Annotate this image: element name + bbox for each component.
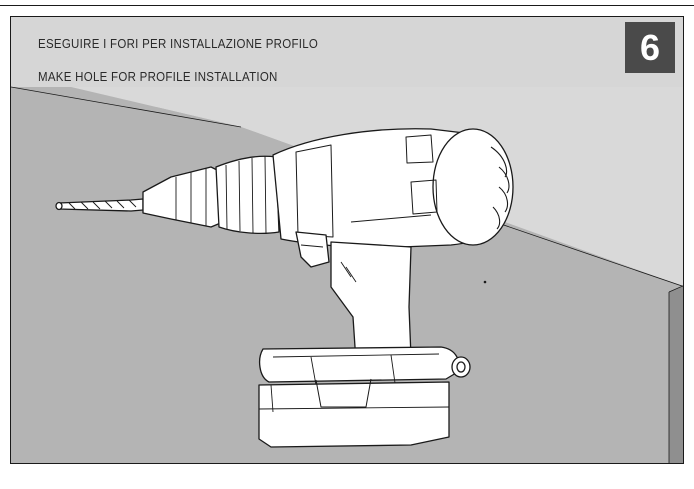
top-border	[0, 0, 694, 6]
ceiling-surface	[11, 17, 683, 107]
drill-icon	[55, 128, 514, 448]
wall-mark	[483, 280, 487, 284]
wall-corner	[669, 285, 683, 463]
instruction-italian: ESEGUIRE I FORI PER INSTALLAZIONE PROFIL…	[38, 37, 319, 51]
wall-scene	[11, 17, 683, 463]
back-wall-light	[11, 87, 683, 287]
step-number-badge: 6	[625, 22, 675, 73]
instruction-panel: ESEGUIRE I FORI PER INSTALLAZIONE PROFIL…	[10, 16, 684, 464]
instruction-english: MAKE HOLE FOR PROFILE INSTALLATION	[38, 70, 278, 84]
